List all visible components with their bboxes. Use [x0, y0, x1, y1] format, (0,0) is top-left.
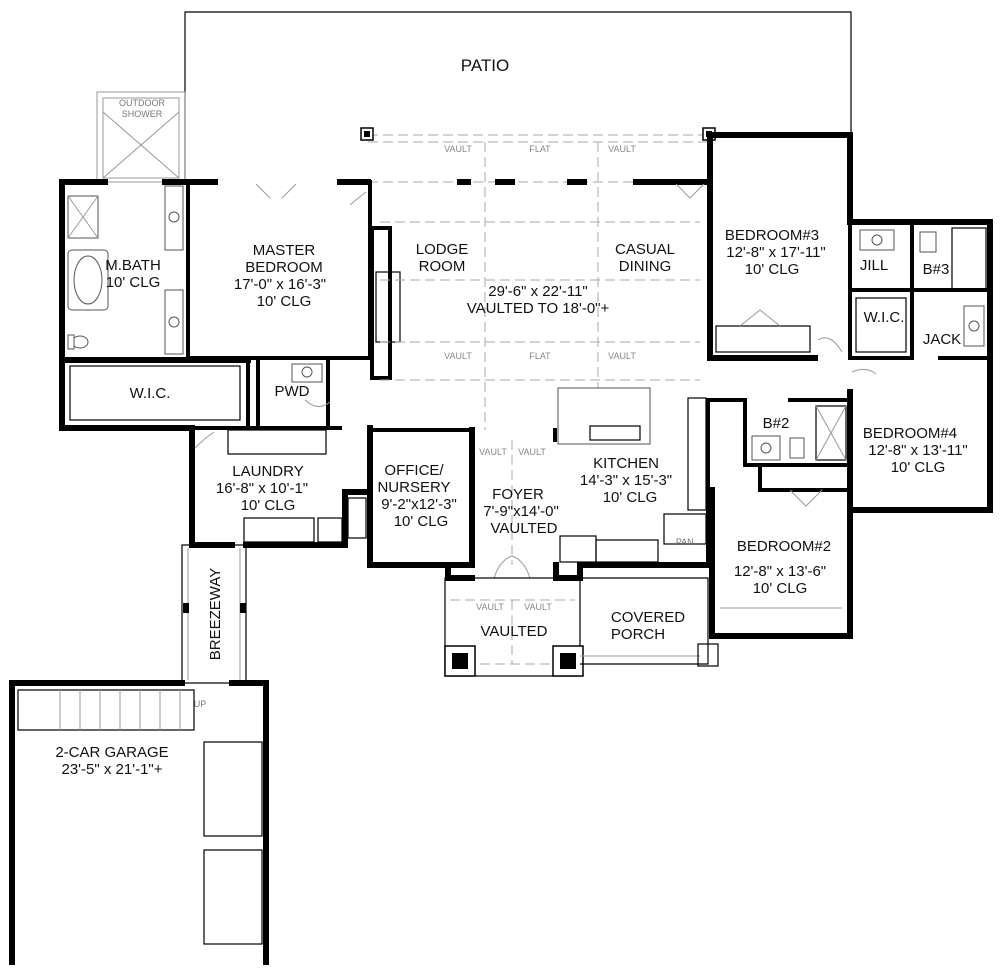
kitchen-dims: 14'-3" x 15'-3" [580, 472, 672, 489]
kitchen-clg: 10' CLG [603, 489, 658, 506]
vault-mark-3: VAULT [444, 351, 472, 361]
kitchen-label: KITCHEN [593, 455, 659, 472]
lodge-room-label-1: LODGE [416, 241, 469, 258]
bath-2: B#2 [751, 405, 847, 461]
office-dims: 9'-2"x12'-3" [381, 496, 457, 513]
bedroom2-clg: 10' CLG [753, 580, 808, 597]
garage-label: 2-CAR GARAGE [55, 744, 168, 761]
pwd-label: PWD [275, 383, 310, 400]
office-label-1: OFFICE/ [384, 462, 444, 479]
outdoor-shower: OUTDOOR SHOWER [96, 91, 186, 183]
m-bath-clg: 10' CLG [106, 274, 161, 291]
office-label-2: NURSERY [377, 479, 450, 496]
foyer-label: FOYER [492, 486, 544, 503]
jack-label: JACK [923, 331, 961, 348]
master-wic: W.I.C. [69, 365, 241, 421]
laundry-clg: 10' CLG [241, 497, 296, 514]
outdoor-shower-label-1: OUTDOOR [119, 98, 165, 108]
porch-vault-2: VAULT [524, 602, 552, 612]
lodge-room-label-2: ROOM [419, 258, 466, 275]
patio: PATIO [184, 11, 852, 183]
bath3-label: B#3 [923, 261, 950, 278]
master-bedroom-title-2: BEDROOM [245, 259, 323, 276]
bedroom2-dims: 12'-8" x 13'-6" [734, 563, 826, 580]
great-room: LODGE ROOM CASUAL DINING 29'-6" x 22'-11… [380, 142, 705, 430]
office-nursery: OFFICE/ NURSERY 9'-2"x12'-3" 10' CLG [347, 462, 457, 539]
bedroom3-label: BEDROOM#3 [725, 227, 819, 244]
jack-jill-bath: JILL B#3 JACK W.I.C. [855, 227, 987, 353]
master-bedroom-dims: 17'-0" x 16'-3" [234, 276, 326, 293]
bedroom-2: BEDROOM#2 12'-8" x 13'-6" 10' CLG [720, 489, 842, 609]
flat-mark-2: FLAT [529, 351, 551, 361]
porch-vault-1: VAULT [476, 602, 504, 612]
breezeway-label: BREEZEWAY [207, 568, 224, 661]
powder-room: PWD [275, 363, 331, 407]
bedroom-4: BEDROOM#4 12'-8" x 13'-11" 10' CLG [851, 368, 968, 476]
bedroom-3: BEDROOM#3 12'-8" x 17'-11" 10' CLG [715, 227, 843, 353]
master-bath: M.BATH 10' CLG [67, 185, 184, 355]
vault-mark-4: VAULT [608, 351, 636, 361]
porch-vaulted-label: VAULTED [481, 623, 548, 640]
kitchen: KITCHEN 14'-3" x 15'-3" 10' CLG PAN. [557, 387, 707, 563]
breezeway: BREEZEWAY [181, 544, 247, 684]
vault-mark-2: VAULT [608, 144, 636, 154]
bedroom3-dims: 12'-8" x 17'-11" [726, 244, 826, 261]
patio-label: PATIO [461, 56, 510, 75]
foyer-vault-2: VAULT [518, 447, 546, 457]
bedroom4-dims: 12'-8" x 13'-11" [868, 442, 968, 459]
wic-upper-label: W.I.C. [864, 309, 905, 326]
casual-dining-label-1: CASUAL [615, 241, 675, 258]
bath2-label: B#2 [763, 415, 790, 432]
vault-mark-1: VAULT [444, 144, 472, 154]
bedroom4-label: BEDROOM#4 [863, 425, 957, 442]
covered-porch-label-1: COVERED [611, 609, 685, 626]
garage: UP 2-CAR GARAGE 23'-5" x 21'-1"+ [9, 680, 269, 965]
foyer-dims: 7'-9"x14'-0" [483, 503, 559, 520]
foyer-vaulted: VAULTED [491, 520, 558, 537]
jill-label: JILL [860, 257, 888, 274]
master-bedroom-clg: 10' CLG [257, 293, 312, 310]
bedroom4-clg: 10' CLG [891, 459, 946, 476]
foyer: VAULT VAULT FOYER 7'-9"x14'-0" VAULTED [479, 440, 559, 579]
master-bedroom-title-1: MASTER [253, 242, 316, 259]
flat-mark-1: FLAT [529, 144, 551, 154]
great-room-vaulted: VAULTED TO 18'-0"+ [467, 300, 610, 317]
bedroom3-clg: 10' CLG [745, 261, 800, 278]
foyer-vault-1: VAULT [479, 447, 507, 457]
office-clg: 10' CLG [394, 513, 449, 530]
garage-dims: 23'-5" x 21'-1"+ [61, 761, 162, 778]
laundry-label: LAUNDRY [232, 463, 303, 480]
m-bath-label: M.BATH [105, 257, 161, 274]
laundry: LAUNDRY 16'-8" x 10'-1" 10' CLG [194, 429, 343, 543]
master-wic-label: W.I.C. [130, 385, 171, 402]
pantry-label: PAN. [676, 537, 696, 547]
master-bedroom: MASTER BEDROOM 17'-0" x 16'-3" 10' CLG [234, 183, 367, 310]
covered-porch-label-2: PORCH [611, 626, 665, 643]
bedroom2-label: BEDROOM#2 [737, 538, 831, 555]
walls [59, 132, 993, 639]
stairs-up-label: UP [194, 699, 207, 709]
great-room-dims: 29'-6" x 22'-11" [488, 283, 588, 300]
laundry-dims: 16'-8" x 10'-1" [216, 480, 308, 497]
covered-porch: VAULT VAULT VAULTED COVERED PORCH [444, 577, 719, 677]
outdoor-shower-label-2: SHOWER [122, 109, 163, 119]
casual-dining-label-2: DINING [619, 258, 672, 275]
